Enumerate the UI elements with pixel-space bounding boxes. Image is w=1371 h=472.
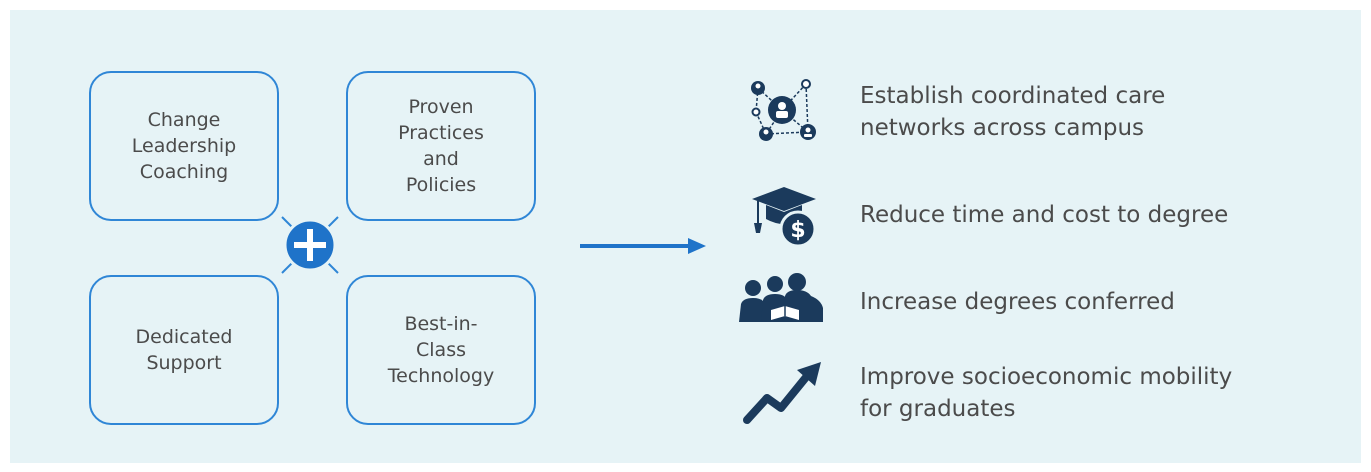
svg-text:$: $ — [790, 218, 805, 243]
outcome-label: Increase degrees conferred — [860, 289, 1175, 315]
arrow-right-icon — [580, 238, 706, 254]
input-label: Proven Practices and Policies — [398, 96, 484, 196]
outcome-item: Improve socioeconomic mobility for gradu… — [735, 353, 1335, 433]
input-label: Dedicated Support — [135, 326, 233, 374]
graduation-cost-icon: $ — [752, 187, 817, 248]
input-box-proven-practices: Proven Practices and Policies — [346, 71, 536, 221]
outcome-label: Improve socioeconomic mobility for gradu… — [860, 364, 1233, 422]
outcome-label: Establish coordinated care networks acro… — [860, 83, 1166, 141]
trend-up-icon — [743, 362, 821, 424]
outcome-item: $ Reduce time and cost to degree — [735, 175, 1335, 255]
input-label: Change Leadership Coaching — [131, 109, 237, 183]
students-group-icon — [739, 273, 823, 322]
diagram-panel — [10, 10, 1361, 463]
input-box-dedicated-support: Dedicated Support — [89, 275, 279, 425]
care-network-icon — [751, 79, 816, 141]
input-box-technology: Best-in- Class Technology — [346, 275, 536, 425]
input-box-change-leadership: Change Leadership Coaching — [89, 71, 279, 221]
input-label: Best-in- Class Technology — [387, 313, 495, 387]
outcome-label: Reduce time and cost to degree — [860, 202, 1229, 228]
outcome-item: Increase degrees conferred — [735, 262, 1335, 342]
plus-icon — [281, 216, 339, 274]
outcome-item: Establish coordinated care networks acro… — [735, 72, 1335, 152]
